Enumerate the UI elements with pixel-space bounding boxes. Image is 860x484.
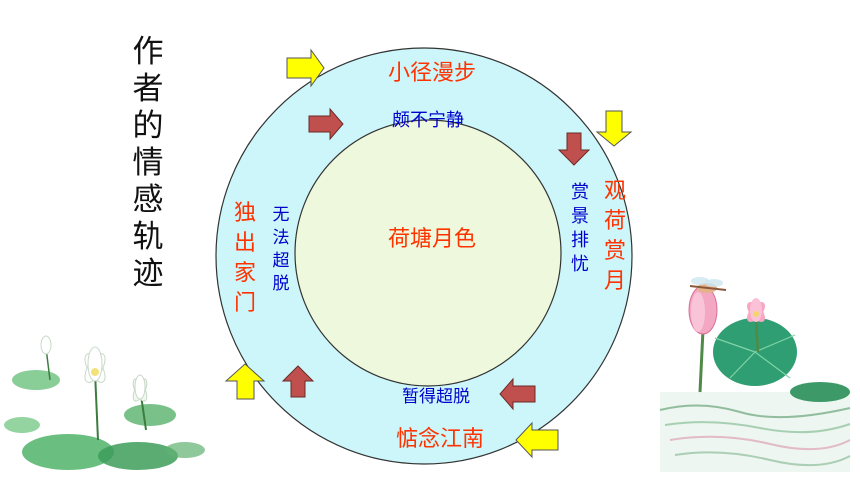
title-char: 的 <box>132 108 164 144</box>
lotus-left-decoration <box>4 335 205 470</box>
inner-label-left-char: 超 <box>273 251 290 271</box>
title-char: 者 <box>132 71 164 107</box>
outer-label-right-char: 荷 <box>604 209 626 234</box>
yellow-arrow-up-icon <box>224 363 266 400</box>
outer-label-left: 独 出 家 门 <box>234 201 256 316</box>
inner-circle <box>294 119 562 387</box>
yellow-arrow-left-icon <box>515 421 559 459</box>
red-arrow-down-icon <box>557 132 591 166</box>
outer-label-right: 观 荷 赏 月 <box>604 179 626 294</box>
inner-label-right-char: 景 <box>571 206 589 227</box>
title-char: 作 <box>132 34 164 70</box>
red-arrow-up-icon <box>281 365 315 398</box>
title-char: 情 <box>132 145 164 181</box>
outer-label-top: 小径漫步 <box>388 61 476 86</box>
inner-label-top: 颇不宁静 <box>392 110 464 131</box>
title-char: 感 <box>132 182 164 218</box>
outer-label-right-char: 赏 <box>604 239 626 264</box>
inner-label-right-char: 赏 <box>571 182 589 203</box>
vertical-title: 作 者 的 情 感 轨 迹 <box>128 34 168 293</box>
inner-label-left-char: 无 <box>273 205 290 225</box>
red-arrow-right-icon <box>308 107 344 141</box>
inner-label-left: 无 法 超 脱 <box>273 205 290 294</box>
outer-label-left-char: 独 <box>234 201 256 226</box>
title-char: 轨 <box>132 219 164 255</box>
red-arrow-left-icon <box>499 377 536 411</box>
inner-label-right: 赏 景 排 忧 <box>571 182 589 275</box>
yellow-arrow-down-icon <box>595 110 633 147</box>
yellow-arrow-right-icon <box>286 48 325 88</box>
outer-label-right-char: 观 <box>604 179 626 204</box>
outer-label-left-char: 门 <box>234 291 256 316</box>
outer-label-left-char: 出 <box>234 231 256 256</box>
title-char: 迹 <box>132 256 164 292</box>
inner-label-left-char: 法 <box>273 228 290 248</box>
inner-label-left-char: 脱 <box>273 274 290 294</box>
outer-label-left-char: 家 <box>234 261 256 286</box>
inner-label-bottom: 暂得超脱 <box>402 387 470 407</box>
inner-label-right-char: 忧 <box>571 254 589 275</box>
lotus-right-decoration <box>659 277 851 472</box>
inner-label-right-char: 排 <box>571 230 589 251</box>
outer-label-right-char: 月 <box>604 269 626 294</box>
center-label: 荷塘月色 <box>388 227 476 252</box>
outer-label-bottom: 惦念江南 <box>396 427 484 452</box>
